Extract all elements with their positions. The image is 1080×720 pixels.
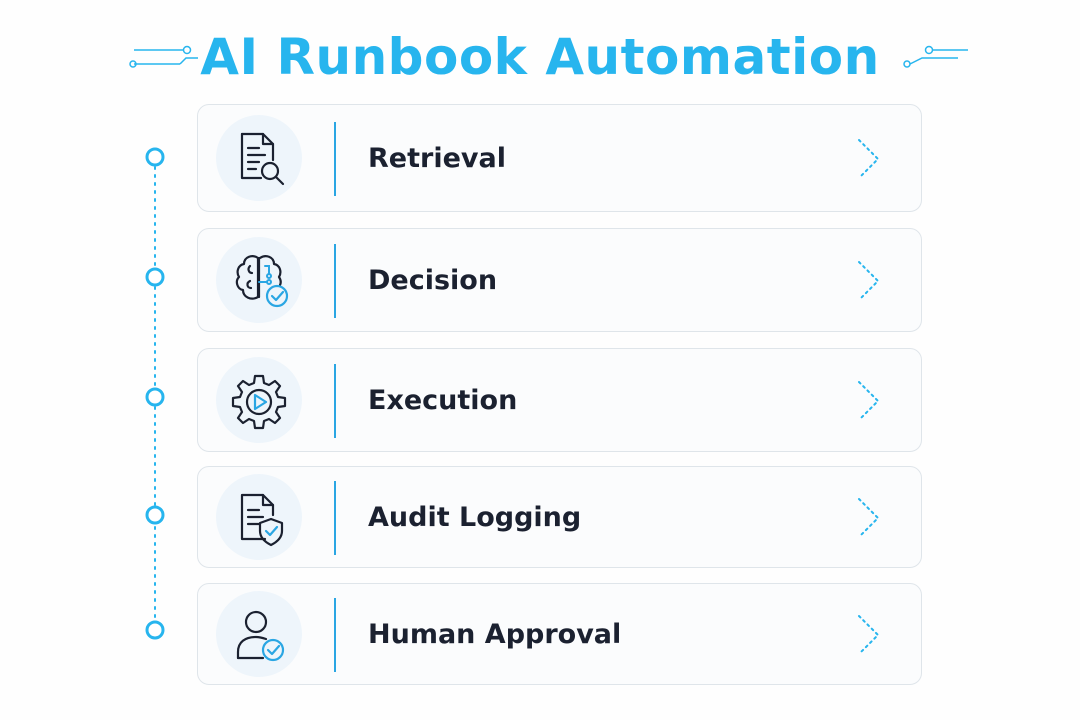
brain-check-icon (235, 255, 289, 308)
title-row: AI Runbook Automation (0, 22, 1080, 92)
chevron-right-icon[interactable] (854, 378, 884, 424)
icon-circle (216, 115, 302, 201)
step-card-decision[interactable]: Decision (197, 228, 922, 332)
timeline-node (145, 505, 165, 525)
timeline-node (145, 620, 165, 640)
circuit-decoration-right-icon (903, 45, 968, 68)
step-label: Execution (368, 385, 518, 416)
document-search-icon (240, 132, 285, 186)
step-card-audit-logging[interactable]: Audit Logging (197, 466, 922, 568)
document-shield-icon (240, 493, 284, 547)
chevron-right-icon[interactable] (854, 136, 884, 182)
step-card-human-approval[interactable]: Human Approval (197, 583, 922, 685)
divider (334, 244, 336, 318)
icon-circle (216, 591, 302, 677)
page-title: AI Runbook Automation (200, 28, 880, 86)
gear-play-icon (231, 374, 287, 430)
timeline (145, 147, 165, 640)
icon-circle (216, 237, 302, 323)
icon-circle (216, 357, 302, 443)
user-check-icon (236, 610, 285, 662)
icon-circle (216, 474, 302, 560)
step-label: Audit Logging (368, 502, 582, 533)
step-label: Human Approval (368, 619, 622, 650)
divider (334, 481, 336, 555)
step-card-retrieval[interactable]: Retrieval (197, 104, 922, 212)
chevron-right-icon[interactable] (854, 495, 884, 541)
step-card-execution[interactable]: Execution (197, 348, 922, 452)
step-label: Retrieval (368, 143, 506, 174)
divider (334, 122, 336, 196)
timeline-node (145, 387, 165, 407)
timeline-node (145, 147, 165, 167)
divider (334, 598, 336, 672)
chevron-right-icon[interactable] (854, 612, 884, 658)
timeline-node (145, 267, 165, 287)
step-label: Decision (368, 265, 498, 296)
divider (334, 364, 336, 438)
circuit-decoration-left-icon (129, 45, 198, 68)
chevron-right-icon[interactable] (854, 258, 884, 304)
